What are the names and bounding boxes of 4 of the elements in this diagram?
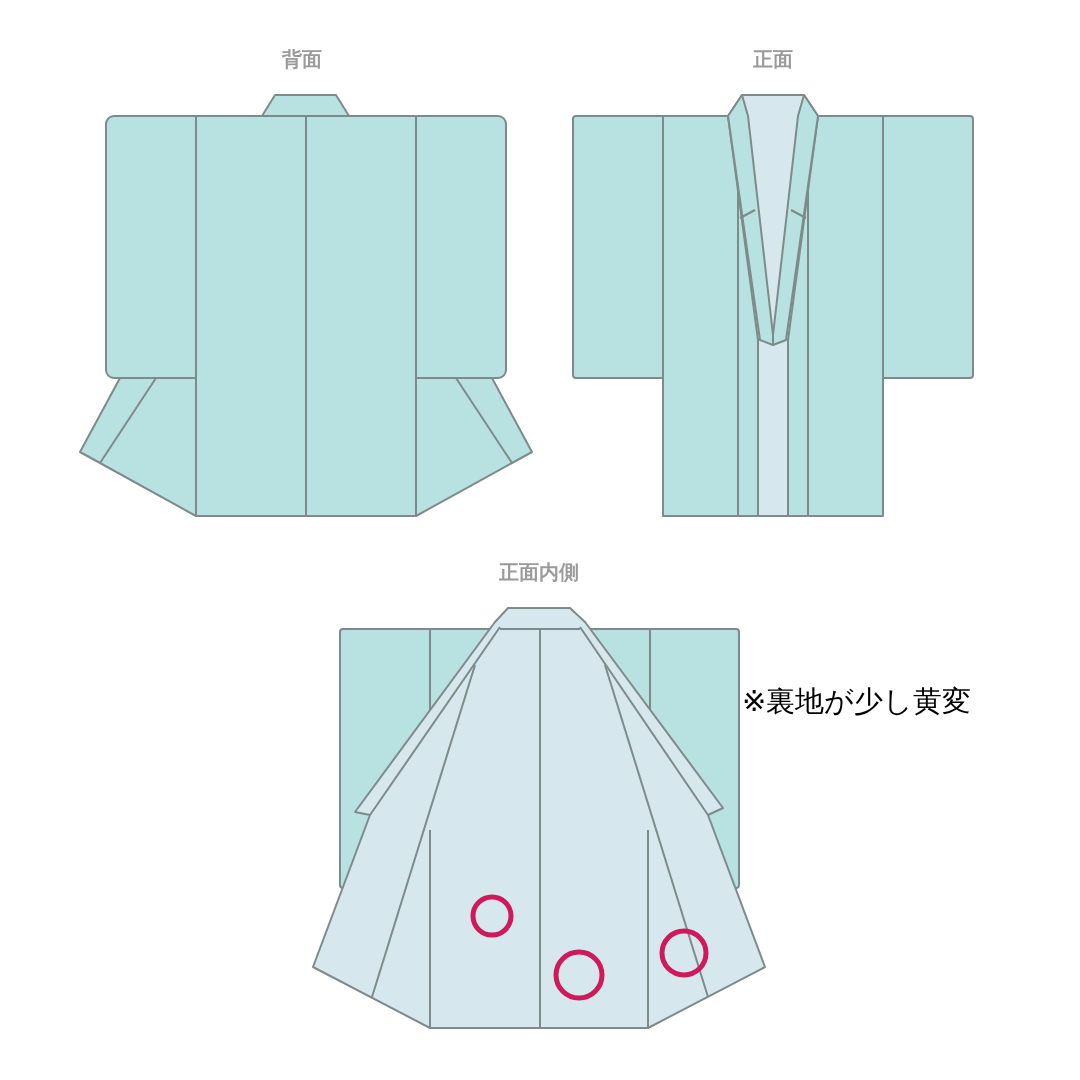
view-heading: 背面 — [281, 46, 323, 73]
note-text: ※裏地が少し黄変 — [742, 683, 973, 720]
view-heading: 正面 — [752, 46, 794, 73]
view-heading: 正面内側 — [498, 559, 580, 586]
